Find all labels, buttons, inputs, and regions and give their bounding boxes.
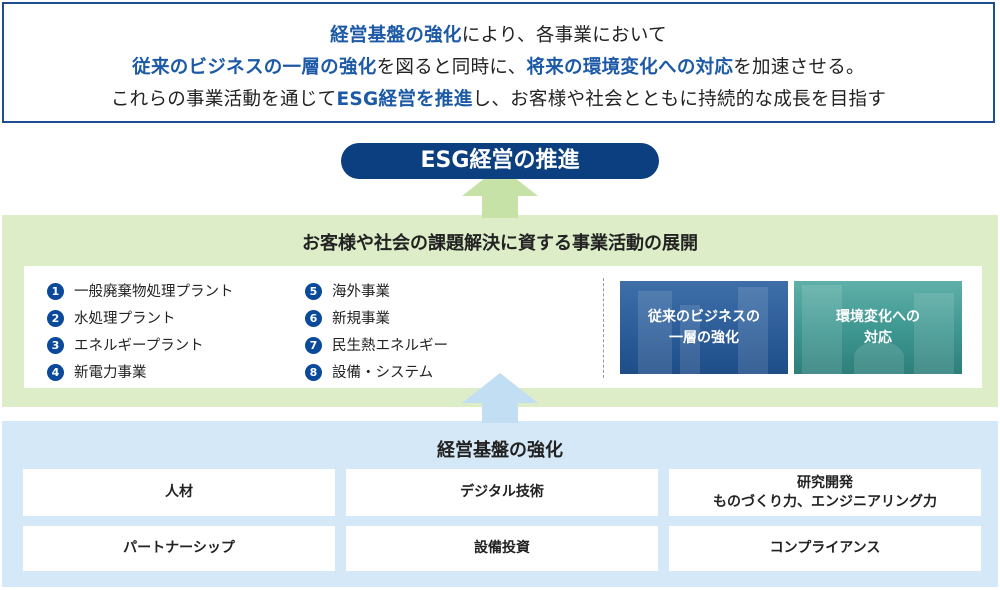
up-arrow-icon bbox=[462, 373, 538, 423]
highlight-text: ESG経営を推進 bbox=[336, 89, 473, 110]
message-text: を図ると同時に、 bbox=[376, 57, 527, 78]
highlight-text: 経営基盤の強化 bbox=[330, 25, 462, 46]
number-badge-icon: 3 bbox=[47, 337, 64, 354]
number-badge-icon: 7 bbox=[305, 337, 322, 354]
cell-label: ものづくり力、エンジニアリング力 bbox=[713, 493, 937, 510]
list-item-label: 新規事業 bbox=[332, 311, 390, 327]
photo-tile-environmental-change: 環境変化への対応 bbox=[794, 281, 962, 374]
list-item-label: 設備・システム bbox=[332, 365, 434, 381]
message-line-3: これらの事業活動を通じてESG経営を推進し、お客様や社会とともに持続的な成長を目… bbox=[4, 85, 993, 111]
foundation-cell: 設備投資 bbox=[346, 526, 658, 571]
message-text: これらの事業活動を通じて bbox=[110, 89, 337, 110]
message-text: し、お客様や社会とともに持続的な成長を目指す bbox=[472, 89, 887, 110]
business-section-title: お客様や社会の課題解決に資する事業活動の展開 bbox=[302, 233, 698, 254]
list-item-label: 新電力事業 bbox=[74, 365, 147, 381]
foundation-cell: パートナーシップ bbox=[23, 526, 335, 571]
list-item: 5 海外事業 bbox=[305, 280, 390, 301]
foundation-section-title: 経営基盤の強化 bbox=[437, 440, 563, 461]
list-item-label: 水処理プラント bbox=[74, 311, 176, 327]
list-item-label: 海外事業 bbox=[332, 284, 390, 300]
photo-caption: 従来のビジネスの bbox=[648, 308, 760, 325]
list-item: 7 民生熱エネルギー bbox=[305, 334, 448, 355]
number-badge-icon: 1 bbox=[47, 283, 64, 300]
cell-label: 人材 bbox=[165, 484, 193, 500]
message-text: により、各事業において bbox=[461, 25, 667, 46]
message-line-1: 経営基盤の強化により、各事業において bbox=[4, 21, 993, 47]
foundation-cell: 研究開発ものづくり力、エンジニアリング力 bbox=[669, 469, 981, 516]
cell-label: 研究開発 bbox=[797, 474, 853, 491]
message-box: 経営基盤の強化により、各事業において 従来のビジネスの一層の強化を図ると同時に、… bbox=[2, 2, 995, 123]
message-line-2: 従来のビジネスの一層の強化を図ると同時に、将来の環境変化への対応を加速させる。 bbox=[4, 53, 993, 79]
list-item: 3 エネルギープラント bbox=[47, 334, 204, 355]
foundation-cell: コンプライアンス bbox=[669, 526, 981, 571]
list-item: 8 設備・システム bbox=[305, 361, 433, 382]
highlight-text: 将来の環境変化への対応 bbox=[526, 57, 734, 78]
photo-caption: 一層の強化 bbox=[669, 329, 739, 346]
number-badge-icon: 4 bbox=[47, 364, 64, 381]
cell-label: パートナーシップ bbox=[123, 540, 235, 556]
list-item-label: 一般廃棄物処理プラント bbox=[74, 284, 234, 300]
number-badge-icon: 6 bbox=[305, 310, 322, 327]
list-item: 2 水処理プラント bbox=[47, 307, 176, 328]
cell-label: コンプライアンス bbox=[769, 540, 881, 556]
message-text: を加速させる。 bbox=[733, 57, 865, 78]
cell-label: 設備投資 bbox=[474, 540, 530, 556]
list-item: 6 新規事業 bbox=[305, 307, 390, 328]
cell-label: デジタル技術 bbox=[460, 484, 544, 500]
up-arrow-icon bbox=[462, 166, 538, 218]
number-badge-icon: 5 bbox=[305, 283, 322, 300]
list-item-label: エネルギープラント bbox=[74, 338, 204, 354]
number-badge-icon: 2 bbox=[47, 310, 64, 327]
photo-tile-strengthen-business: 従来のビジネスの一層の強化 bbox=[620, 281, 788, 374]
dashed-divider bbox=[603, 278, 604, 378]
list-item: 1 一般廃棄物処理プラント bbox=[47, 280, 234, 301]
highlight-text: 従来のビジネスの一層の強化 bbox=[132, 57, 377, 78]
esg-management-pill: ESG経営の推進 bbox=[341, 143, 659, 179]
foundation-cell: デジタル技術 bbox=[346, 469, 658, 516]
photo-caption: 環境変化への bbox=[836, 308, 920, 325]
list-item: 4 新電力事業 bbox=[47, 361, 147, 382]
number-badge-icon: 8 bbox=[305, 364, 322, 381]
photo-caption: 対応 bbox=[864, 329, 892, 346]
foundation-cell: 人材 bbox=[23, 469, 335, 516]
list-item-label: 民生熱エネルギー bbox=[332, 338, 448, 354]
